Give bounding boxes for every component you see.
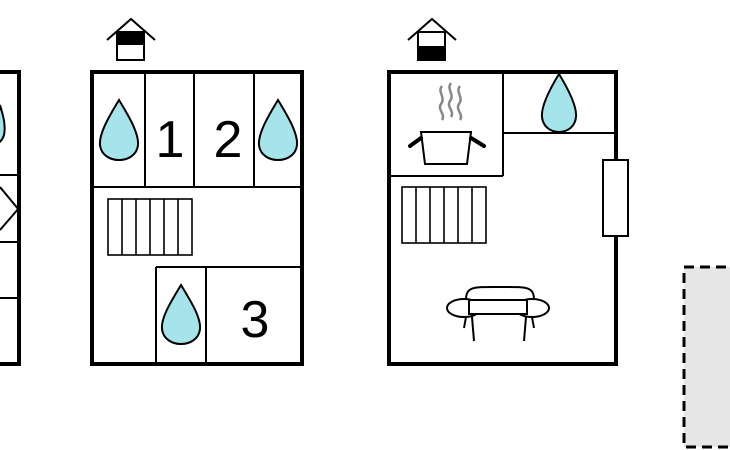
sofa-icon [446,285,550,342]
room-number-1: 1 [156,111,185,169]
water-drop-icon [0,104,6,144]
house-floor-icon [106,17,156,61]
house-floor-icon [407,17,457,61]
water-drop-icon [160,283,202,346]
stairs-icon [107,198,193,256]
stairs-icon [401,186,487,244]
water-drop-icon [98,98,140,162]
water-drop-icon [540,72,578,134]
floor-plan-partial-left [0,70,21,366]
floor-plan-upper: 1 2 3 [90,17,304,366]
cooking-pot-icon [408,82,486,165]
water-drop-icon [257,98,299,162]
window-icon [602,159,629,237]
outdoor-area [682,265,730,449]
room-number-2: 2 [214,111,243,169]
floor-plan-ground [387,17,629,366]
room-number-3: 3 [241,291,270,349]
